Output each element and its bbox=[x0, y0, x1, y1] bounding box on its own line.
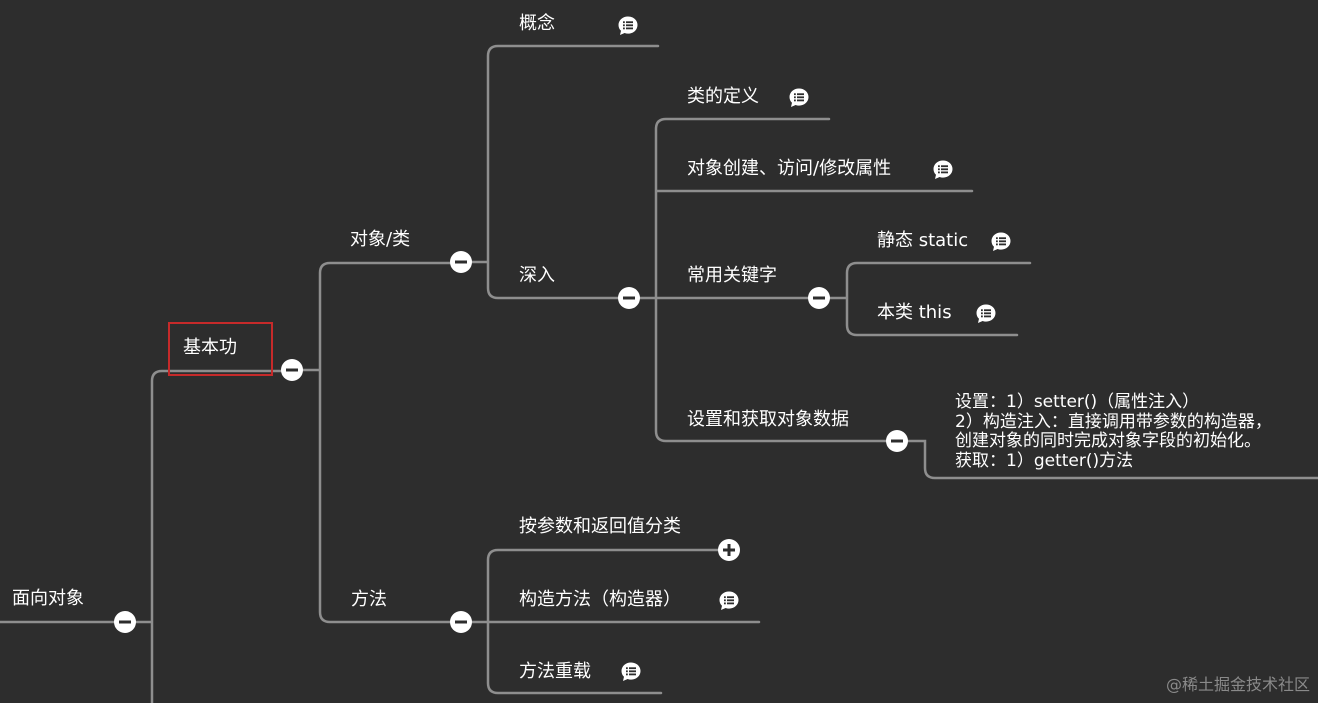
connector-basics-branches bbox=[290, 261, 463, 624]
node-deep[interactable]: 深入 bbox=[519, 265, 555, 286]
detail-line: 创建对象的同时完成对象字段的初始化。 bbox=[955, 431, 1261, 451]
node-concept[interactable]: 概念 bbox=[519, 13, 555, 34]
collapse-toggle-icon[interactable] bbox=[808, 287, 830, 309]
connector-setget-note bbox=[895, 439, 1318, 480]
connector-root-to-basics bbox=[123, 369, 294, 703]
node-keywords[interactable]: 常用关键字 bbox=[687, 265, 777, 286]
node-basics[interactable]: 基本功 bbox=[183, 337, 237, 358]
collapse-toggle-icon[interactable] bbox=[450, 611, 472, 633]
detail-line: 设置：1）setter()（属性注入） bbox=[955, 392, 1200, 412]
node-setget[interactable]: 设置和获取对象数据 bbox=[687, 409, 849, 430]
node-root[interactable]: 面向对象 bbox=[12, 588, 84, 609]
expand-toggle-icon[interactable] bbox=[718, 539, 740, 561]
detail-line: 获取：1）getter()方法 bbox=[955, 450, 1134, 471]
detail-line: 2）构造注入：直接调用带参数的构造器， bbox=[955, 411, 1272, 432]
connector-objclass-branches bbox=[459, 44, 660, 300]
connector-keywords-branches bbox=[817, 261, 1032, 337]
node-overload[interactable]: 方法重载 bbox=[519, 661, 591, 682]
note-icon[interactable] bbox=[976, 304, 996, 324]
note-icon[interactable] bbox=[789, 88, 809, 108]
node-this[interactable]: 本类 this bbox=[877, 302, 952, 323]
node-static[interactable]: 静态 static bbox=[877, 230, 969, 251]
collapse-toggle-icon[interactable] bbox=[450, 251, 472, 273]
collapse-toggle-icon[interactable] bbox=[114, 611, 136, 633]
node-objclass[interactable]: 对象/类 bbox=[350, 229, 411, 250]
node-classdef[interactable]: 类的定义 bbox=[687, 86, 759, 107]
node-constructor[interactable]: 构造方法（构造器） bbox=[519, 589, 681, 610]
note-icon[interactable] bbox=[621, 662, 641, 682]
node-setget-detail[interactable]: 设置：1）setter()（属性注入） 2）构造注入：直接调用带参数的构造器， … bbox=[955, 392, 1272, 471]
note-icon[interactable] bbox=[618, 16, 638, 36]
node-selection-frame bbox=[168, 322, 273, 376]
connector-methods-branches bbox=[459, 548, 761, 695]
note-icon[interactable] bbox=[933, 160, 953, 180]
node-methods[interactable]: 方法 bbox=[351, 589, 387, 610]
collapse-toggle-icon[interactable] bbox=[886, 430, 908, 452]
note-icon[interactable] bbox=[719, 591, 739, 611]
node-byparam[interactable]: 按参数和返回值分类 bbox=[519, 516, 681, 537]
collapse-toggle-icon[interactable] bbox=[281, 359, 303, 381]
connector-deep-branches bbox=[627, 117, 974, 443]
collapse-toggle-icon[interactable] bbox=[618, 287, 640, 309]
connectors bbox=[0, 44, 1318, 703]
node-objcreate[interactable]: 对象创建、访问/修改属性 bbox=[687, 158, 892, 179]
watermark: @稀土掘金技术社区 bbox=[1165, 675, 1310, 694]
note-icon[interactable] bbox=[991, 232, 1011, 252]
